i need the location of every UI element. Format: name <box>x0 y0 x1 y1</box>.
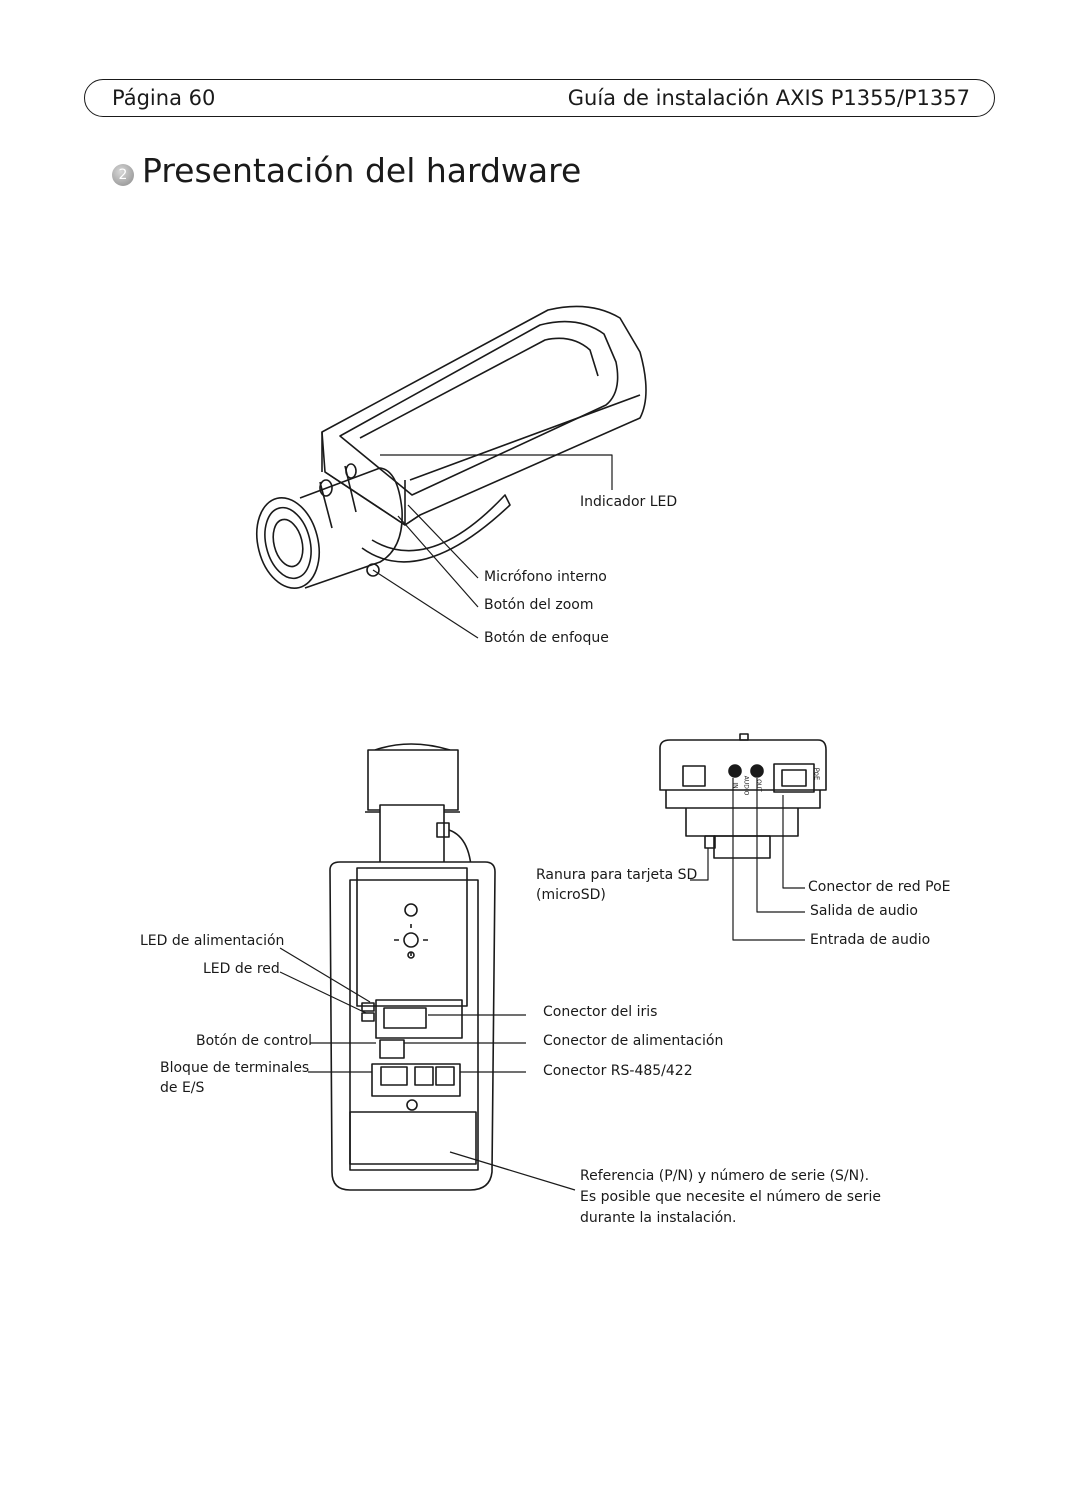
label-audio-in: Entrada de audio <box>810 932 931 948</box>
label-serial-info-2: Es posible que necesite el número de ser… <box>580 1189 881 1205</box>
label-poe-connector: Conector de red PoE <box>808 879 951 895</box>
label-iris-connector: Conector del iris <box>543 1004 658 1020</box>
label-network-led: LED de red <box>203 961 280 977</box>
label-serial-info-1: Referencia (P/N) y número de serie (S/N)… <box>580 1168 870 1184</box>
camera-side-view <box>256 305 647 639</box>
label-io-terminal: Bloque de terminales <box>160 1060 310 1076</box>
label-control-button: Botón de control <box>196 1033 313 1049</box>
label-power-connector: Conector de alimentación <box>543 1033 724 1049</box>
label-sd-slot: Ranura para tarjeta SD <box>536 867 698 883</box>
step-number-badge: 2 <box>112 164 134 186</box>
guide-title: Guía de instalación AXIS P1355/P1357 <box>567 86 970 110</box>
header-bar <box>84 79 995 117</box>
label-power-led: LED de alimentación <box>140 933 285 949</box>
label-io-terminal-2: de E/S <box>160 1080 205 1096</box>
label-sd-slot-micro: (microSD) <box>536 887 606 903</box>
label-focus-button: Botón de enfoque <box>484 630 609 646</box>
label-internal-mic: Micrófono interno <box>484 569 607 585</box>
label-led-indicator: Indicador LED <box>580 494 678 510</box>
label-rs485-connector: Conector RS-485/422 <box>543 1063 693 1079</box>
marking-audio: AUDIO <box>742 775 750 796</box>
section-title: Presentación del hardware <box>142 151 582 190</box>
label-serial-info-3: durante la instalación. <box>580 1210 737 1226</box>
marking-out: OUT <box>754 779 762 792</box>
marking-poe: PoE <box>812 767 821 781</box>
camera-rear-view <box>279 743 576 1191</box>
label-audio-out: Salida de audio <box>810 903 918 919</box>
label-zoom-button: Botón del zoom <box>484 597 594 613</box>
page-number: Página 60 <box>112 86 216 110</box>
camera-bottom-view <box>659 733 827 941</box>
marking-in: IN <box>731 782 739 789</box>
